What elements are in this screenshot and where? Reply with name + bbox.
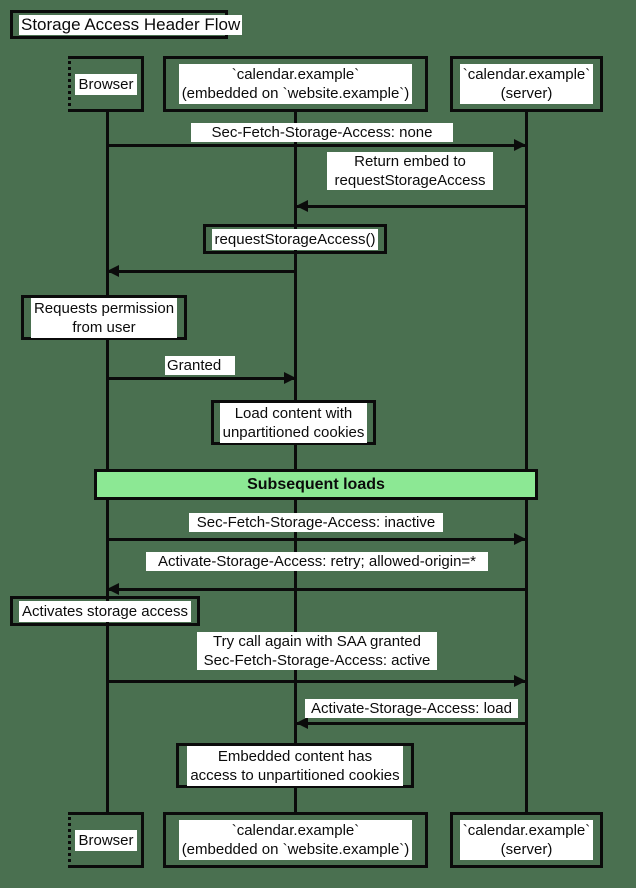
- lifeline-embed: [294, 112, 297, 812]
- message-5-label: Sec-Fetch-Storage-Access: inactive: [189, 513, 443, 532]
- participant-server-bottom[interactable]: `calendar.example` (server): [450, 812, 603, 868]
- participant-server-top-label: `calendar.example` (server): [459, 64, 594, 104]
- note-embedded-content-access-text: Embedded content has access to unpartiti…: [187, 745, 403, 786]
- participant-server-top[interactable]: `calendar.example` (server): [450, 56, 603, 112]
- note-request-storage-access: requestStorageAccess(): [203, 224, 387, 254]
- section-subsequent-loads: Subsequent loads: [94, 469, 538, 500]
- note-requests-permission: Requests permission from user: [21, 295, 187, 340]
- participant-browser-bottom-label: Browser: [75, 829, 137, 851]
- message-8-arrowhead: [296, 717, 308, 729]
- message-6-label: Activate-Storage-Access: retry; allowed-…: [146, 552, 488, 571]
- message-7-label: Try call again with SAA granted Sec-Fetc…: [197, 632, 437, 670]
- participant-embed-top-label: `calendar.example` (embedded on `website…: [178, 64, 413, 104]
- participant-embed-top[interactable]: `calendar.example` (embedded on `website…: [163, 56, 428, 112]
- message-2-line: [296, 205, 526, 208]
- message-8-line: [296, 722, 526, 725]
- message-4-arrowhead: [284, 372, 296, 384]
- message-2-label: Return embed to requestStorageAccess: [327, 152, 493, 190]
- note-activates-storage-access-text: Activates storage access: [19, 600, 191, 622]
- message-3-line: [107, 270, 297, 273]
- message-5-line: [107, 538, 525, 541]
- note-request-storage-access-text: requestStorageAccess(): [211, 228, 379, 250]
- lifeline-server: [525, 112, 528, 812]
- note-load-content: Load content with unpartitioned cookies: [211, 400, 376, 445]
- note-requests-permission-text: Requests permission from user: [30, 297, 178, 338]
- message-3-arrowhead: [107, 265, 119, 277]
- message-4-line: [107, 377, 295, 380]
- note-activates-storage-access: Activates storage access: [10, 596, 200, 626]
- message-7-arrowhead: [514, 675, 526, 687]
- lifeline-browser: [106, 112, 109, 812]
- note-embedded-content-access: Embedded content has access to unpartiti…: [176, 743, 414, 788]
- message-2-arrowhead: [296, 200, 308, 212]
- message-6-line: [107, 588, 525, 591]
- message-4-label: Granted: [165, 356, 235, 375]
- participant-browser-top-label: Browser: [75, 73, 137, 95]
- message-1-line: [107, 144, 525, 147]
- diagram-title-box: Storage Access Header Flow: [10, 10, 243, 39]
- message-5-arrowhead: [514, 533, 526, 545]
- section-subsequent-loads-label: Subsequent loads: [247, 475, 385, 493]
- note-load-content-text: Load content with unpartitioned cookies: [219, 402, 368, 443]
- participant-embed-bottom[interactable]: `calendar.example` (embedded on `website…: [163, 812, 428, 868]
- participant-server-bottom-label: `calendar.example` (server): [459, 820, 594, 860]
- message-7-line: [107, 680, 525, 683]
- message-1-label: Sec-Fetch-Storage-Access: none: [191, 123, 453, 142]
- participant-embed-bottom-label: `calendar.example` (embedded on `website…: [178, 820, 413, 860]
- participant-browser-top[interactable]: Browser: [68, 56, 144, 112]
- message-1-arrowhead: [514, 139, 526, 151]
- message-6-arrowhead: [107, 583, 119, 595]
- participant-browser-bottom[interactable]: Browser: [68, 812, 144, 868]
- message-8-label: Activate-Storage-Access: load: [305, 699, 518, 718]
- diagram-title: Storage Access Header Flow: [19, 14, 243, 35]
